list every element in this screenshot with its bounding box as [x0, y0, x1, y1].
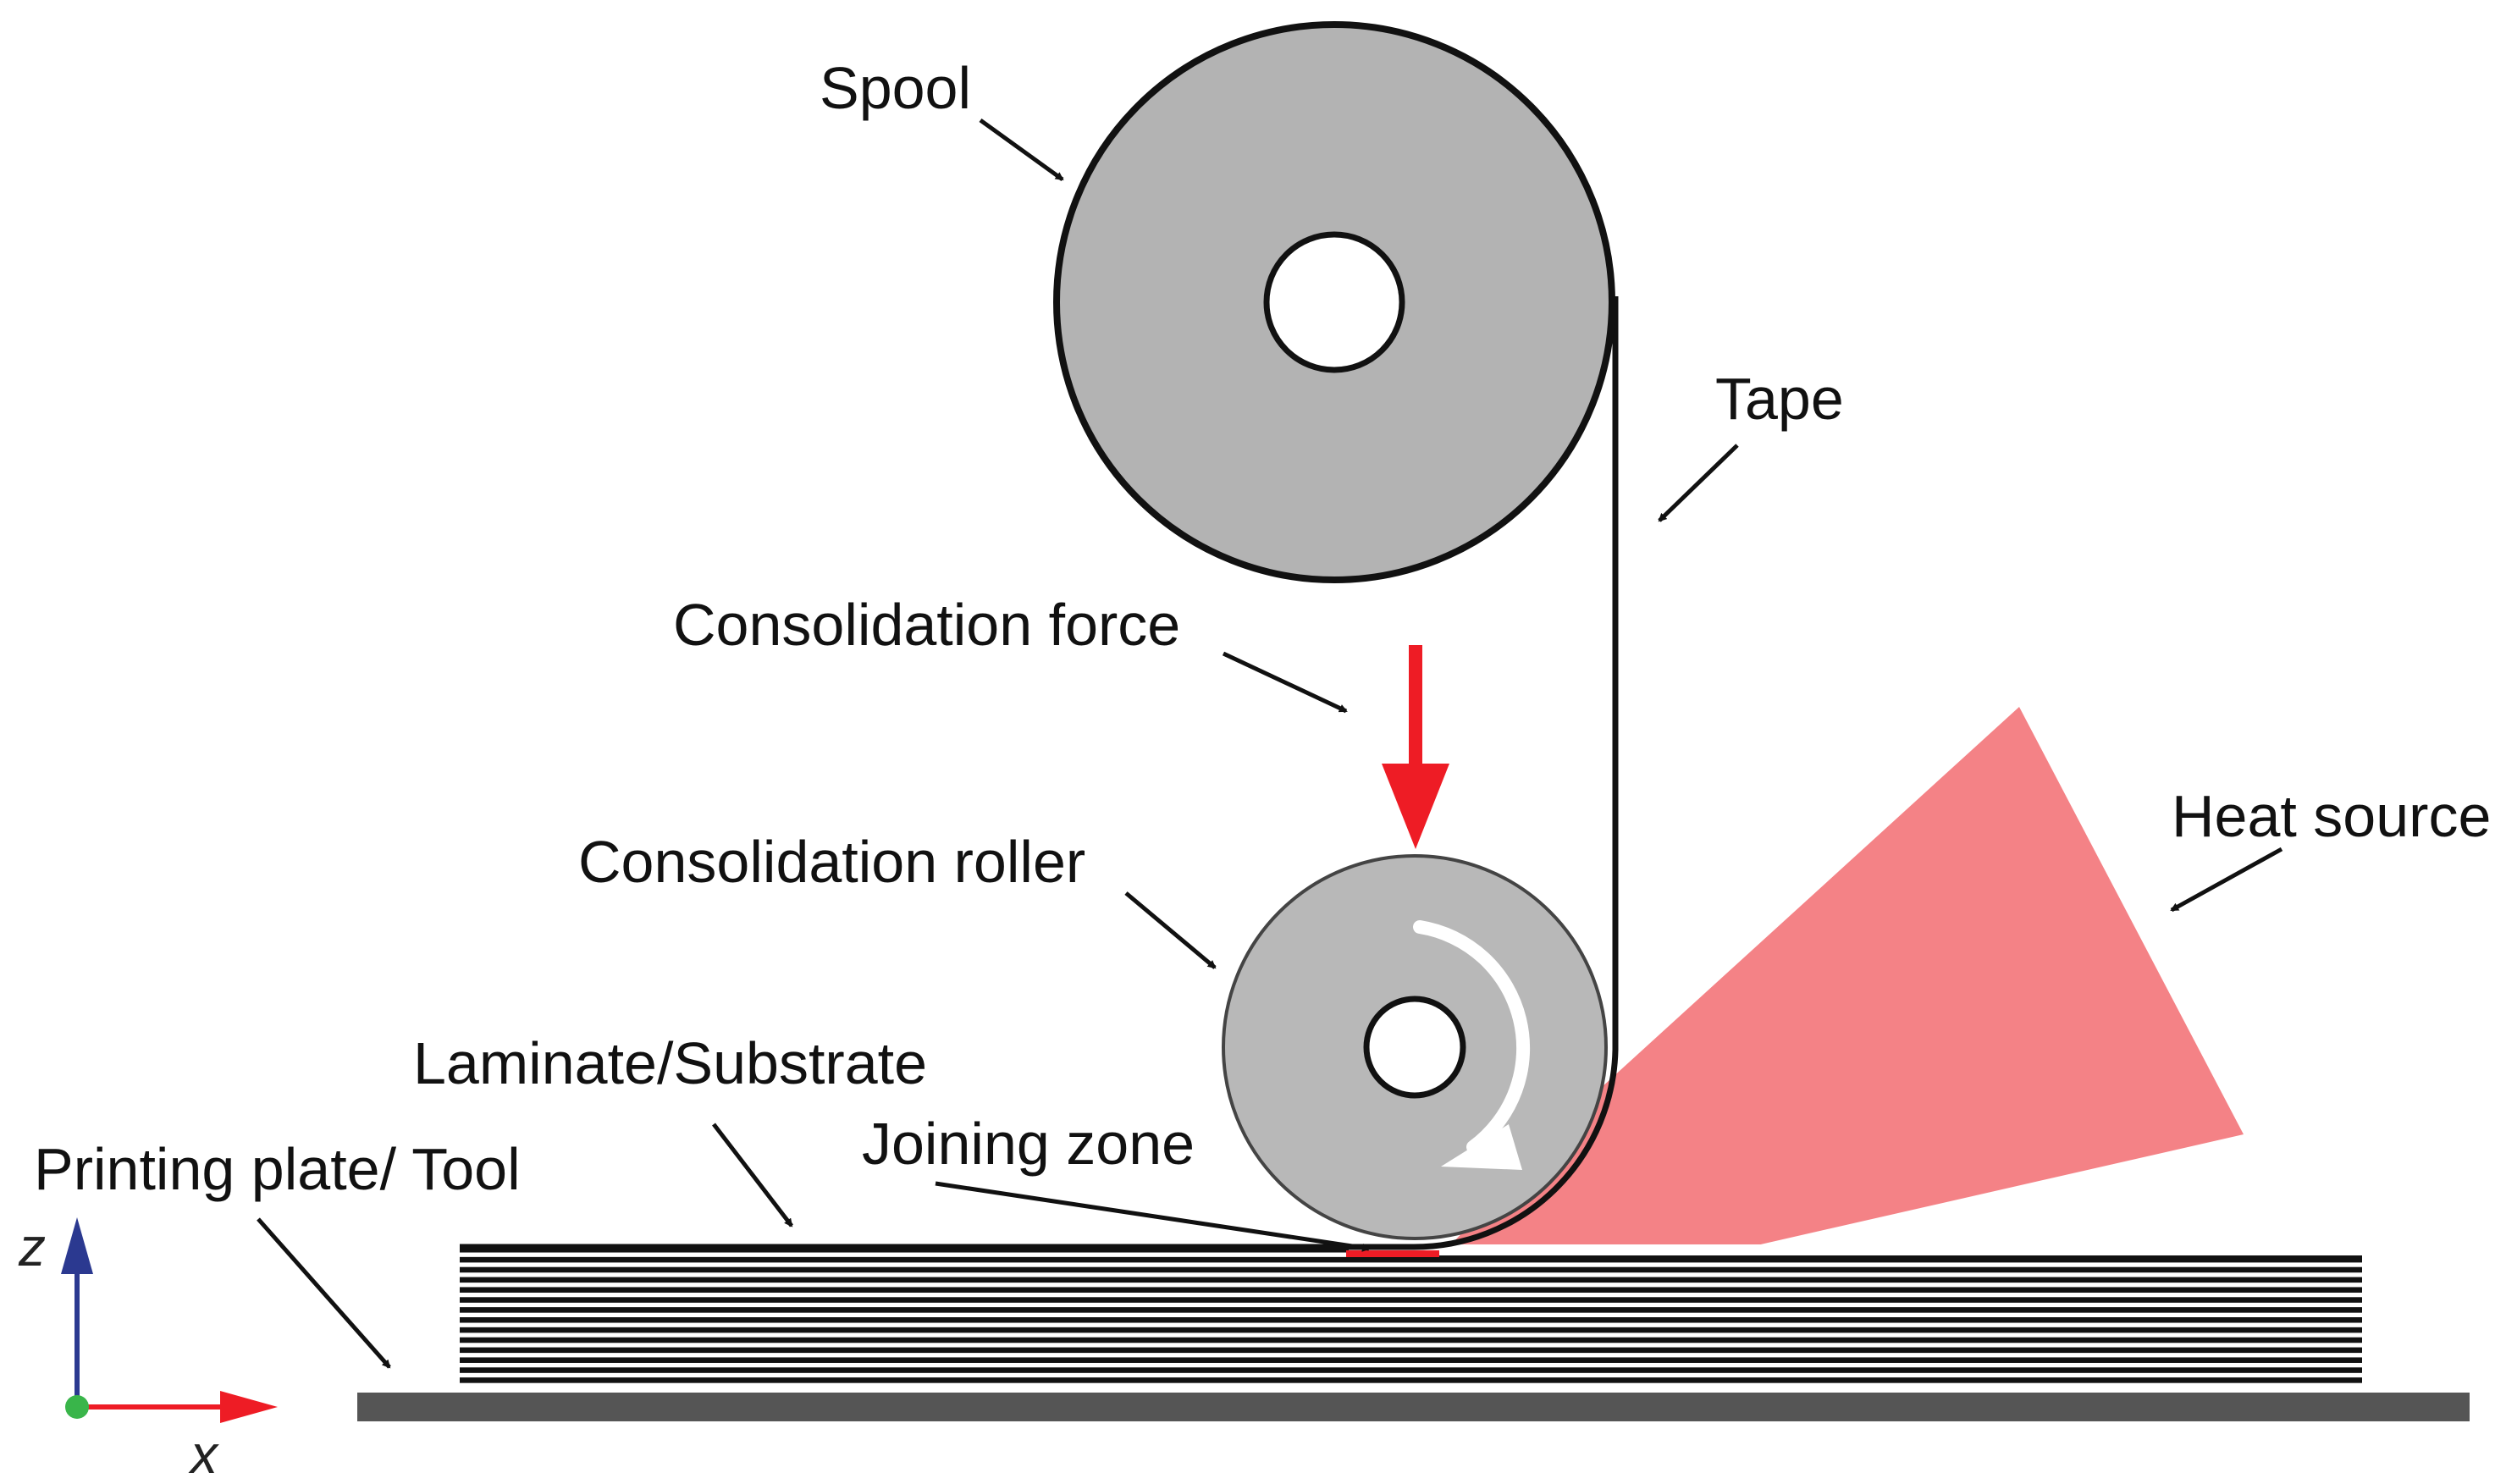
laminate-layer — [460, 1337, 2362, 1343]
laminate-layer — [460, 1327, 2362, 1333]
x-axis-label: x — [188, 1424, 219, 1484]
laminate-layer — [1405, 1255, 2362, 1261]
spool-label: Spool — [820, 55, 971, 121]
tape-label: Tape — [1715, 366, 1844, 432]
roller-hub — [1363, 996, 1466, 1099]
joining-zone-leader-arrow — [935, 1181, 1371, 1252]
heat-source-leader-arrow — [2170, 847, 2283, 913]
laminate-layer — [460, 1266, 2362, 1273]
laminate-layer — [460, 1377, 2362, 1383]
laminate-layer — [460, 1357, 2362, 1363]
consolidation-force-arrow-icon — [1382, 645, 1449, 849]
laminate-layer — [460, 1347, 2362, 1354]
printing-plate-leader-arrow — [257, 1217, 391, 1369]
joining-zone-label: Joining zone — [862, 1111, 1195, 1177]
printing-plate-label: Printing plate/ Tool — [34, 1136, 521, 1202]
consolidation-force-leader-arrow — [1222, 651, 1348, 714]
laminate-layer — [460, 1297, 2362, 1303]
consolidation-roller-leader-arrow — [1124, 891, 1217, 969]
tape — [460, 296, 1619, 1250]
laminate-layer — [460, 1317, 2362, 1323]
consolidation-roller-label: Consolidation roller — [578, 829, 1085, 895]
z-axis-label: z — [18, 1216, 46, 1277]
heat-source-label: Heat source — [2172, 783, 2491, 849]
laminate-layer — [460, 1287, 2362, 1293]
laminate-label: Laminate/Substrate — [413, 1030, 927, 1096]
laminate-layer — [460, 1367, 2362, 1373]
spool-leader-arrow — [979, 118, 1064, 182]
spool-hub — [1263, 231, 1405, 373]
laminate-leader-arrow — [712, 1123, 793, 1227]
laminate-layer — [460, 1277, 2362, 1283]
printing-plate — [357, 1393, 2470, 1421]
laminate-layer — [460, 1307, 2362, 1313]
origin-dot — [65, 1395, 89, 1419]
tape-leader-arrow — [1658, 444, 1739, 522]
x-axis-arrowhead-icon — [220, 1391, 278, 1423]
coordinate-axes: z x — [18, 1216, 278, 1484]
laminate-stack — [460, 1244, 2362, 1387]
rotation-arrow-icon — [1413, 920, 1531, 1170]
z-axis-arrowhead-icon — [61, 1217, 93, 1274]
consolidation-force-label: Consolidation force — [673, 592, 1180, 658]
heat-source-beam — [1438, 707, 2244, 1259]
